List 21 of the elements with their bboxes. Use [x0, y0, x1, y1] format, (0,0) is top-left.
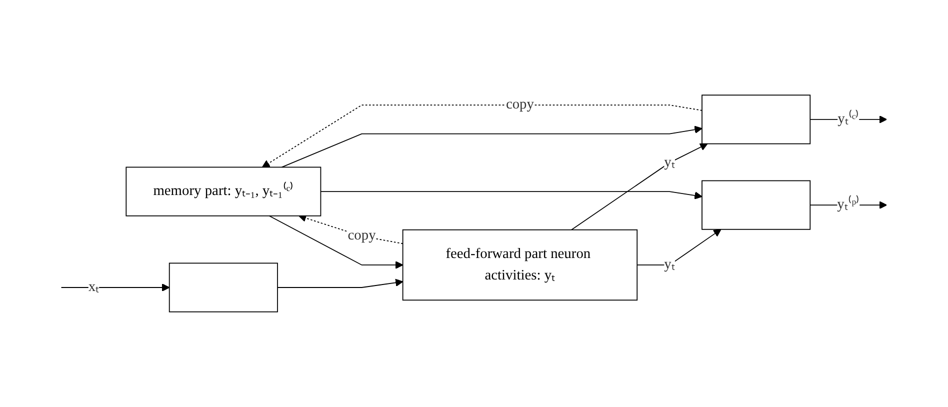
edge-label: copy	[348, 228, 376, 244]
node-box	[702, 180, 811, 230]
arrow	[810, 202, 888, 210]
node-box: memory part: yₜ₋₁, yₜ₋₁⁽ᶜ⁾	[126, 167, 322, 217]
edge-label: yₜ	[664, 257, 675, 273]
arrow	[262, 105, 702, 168]
arrow	[570, 144, 708, 231]
edge-label: copy	[506, 97, 534, 113]
edge-label: yₜ	[664, 155, 675, 170]
arrow	[320, 192, 702, 200]
arrow	[281, 126, 702, 168]
node-box: feed-forward part neuron activities: yₜ	[402, 230, 638, 302]
arrow	[277, 279, 404, 288]
arrow	[810, 116, 888, 124]
node-box	[702, 95, 811, 145]
edge-label: xₜ	[88, 280, 100, 296]
arrow	[60, 284, 170, 292]
node-box	[168, 263, 278, 313]
arrow	[636, 230, 722, 266]
edge-label: yₜ⁽ᶜ⁾	[838, 112, 860, 128]
edge-label: yₜ⁽ᵖ⁾	[837, 197, 860, 213]
